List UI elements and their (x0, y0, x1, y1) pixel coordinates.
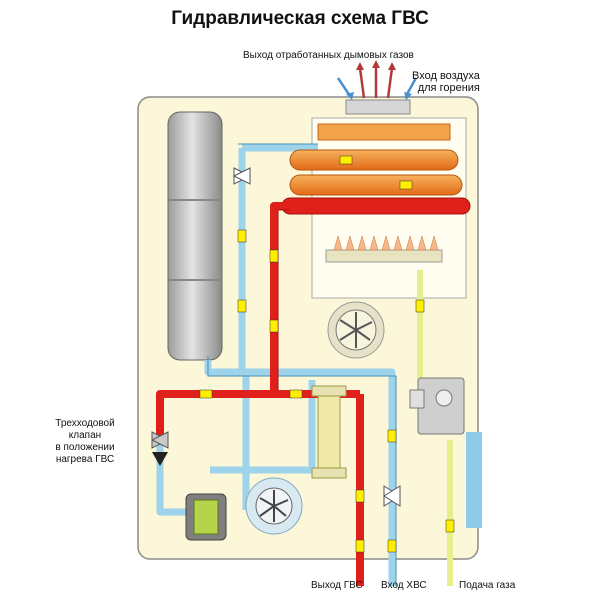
heat-exchanger (281, 123, 471, 215)
fan-icon (327, 301, 385, 359)
plate-heat-exchanger (311, 385, 347, 479)
cold-water-valve-icon (383, 485, 401, 507)
flue-outlet (336, 60, 418, 115)
gas-valve (409, 377, 465, 435)
three-way-valve-label-line2: клапан (68, 430, 102, 441)
filter-icon (185, 493, 227, 541)
pump-icon (245, 477, 303, 535)
expansion-tank (167, 111, 223, 361)
gas-line (417, 270, 453, 586)
flue-gas-out-label: Выход отработанных дымовых газов (243, 50, 414, 61)
three-way-valve-icon (150, 431, 170, 466)
flow-arrows (199, 155, 455, 553)
burner (325, 235, 443, 263)
side-panel (466, 432, 482, 528)
diagram-title: Гидравлическая схема ГВС (171, 8, 429, 29)
combustion-air-label-line1: Вход воздуха (412, 70, 480, 82)
three-way-valve-label: Трехходовой клапан в положении нагрева Г… (44, 418, 126, 466)
combustion-air-label: Вход воздуха для горения (412, 70, 480, 94)
three-way-valve-label-line4: нагрева ГВС (55, 454, 115, 465)
cold-water-in-label: Вход ХВС (381, 580, 427, 591)
expansion-valve-icon (232, 167, 252, 185)
gas-supply-label: Подача газа (459, 580, 516, 591)
combustion-air-label-line2: для горения (417, 82, 480, 94)
three-way-valve-label-line3: в положении (55, 442, 115, 453)
three-way-valve-label-line1: Трехходовой (55, 418, 115, 429)
dhw-out-label: Выход ГВС (311, 580, 363, 591)
